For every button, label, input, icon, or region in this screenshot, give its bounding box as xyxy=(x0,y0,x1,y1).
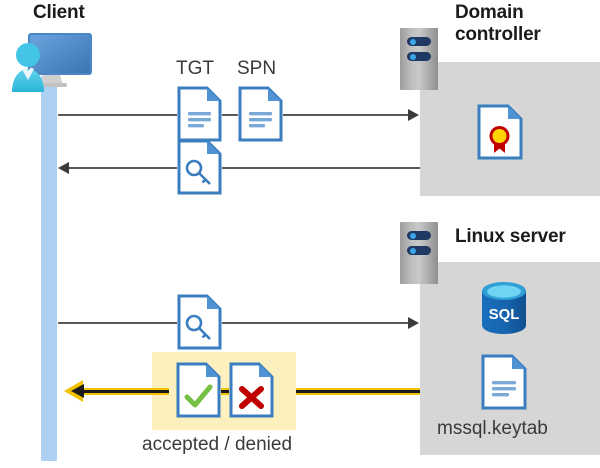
request-arrow-line-left xyxy=(58,114,177,116)
ticket-arrow-line-right xyxy=(222,167,420,169)
result-label: accepted / denied xyxy=(142,434,293,455)
accepted-document-icon xyxy=(176,362,221,418)
tgt-label: TGT xyxy=(176,58,214,79)
denied-document-icon xyxy=(229,362,274,418)
ticket-arrow-line-left xyxy=(69,167,177,169)
keytab-label: mssql.keytab xyxy=(437,418,548,439)
domain-controller-title: Domain controller xyxy=(455,2,595,47)
result-arrow-head-core xyxy=(71,384,84,398)
svg-text:SQL: SQL xyxy=(489,306,520,323)
linux-server-title: Linux server xyxy=(455,226,566,247)
linux-server-tower-icon xyxy=(400,222,438,284)
auth-arrow-head xyxy=(408,317,419,329)
server-led-icon xyxy=(407,37,431,46)
spn-label: SPN xyxy=(237,58,277,79)
domain-controller-title-line2: controller xyxy=(455,24,541,46)
result-arrow-core-right xyxy=(296,390,420,393)
spn-document-icon xyxy=(238,86,283,142)
server-led-icon xyxy=(407,231,431,240)
ticket-arrow-head xyxy=(58,162,69,174)
client-workstation-icon xyxy=(4,22,94,92)
auth-arrow-line-left xyxy=(58,322,177,324)
ticket-key-document-icon xyxy=(177,139,222,195)
auth-key-document-icon xyxy=(177,294,222,350)
server-led-icon xyxy=(407,52,431,61)
sql-database-icon: SQL xyxy=(480,281,528,335)
domain-controller-title-line1: Domain xyxy=(455,2,524,23)
tgt-document-icon xyxy=(177,86,222,142)
client-title: Client xyxy=(33,2,85,23)
certificate-document-icon xyxy=(477,104,523,160)
keytab-document-icon xyxy=(481,354,527,410)
request-arrow-head xyxy=(408,109,419,121)
request-arrow-line-right xyxy=(283,114,409,116)
result-arrow-core-left xyxy=(83,390,169,393)
request-arrow-line-mid xyxy=(222,114,238,116)
result-arrow-core-mid xyxy=(221,390,229,393)
server-led-icon xyxy=(407,246,431,255)
auth-arrow-line-right xyxy=(222,322,409,324)
client-lifeline xyxy=(41,76,57,461)
domain-controller-server-tower-icon xyxy=(400,28,438,90)
